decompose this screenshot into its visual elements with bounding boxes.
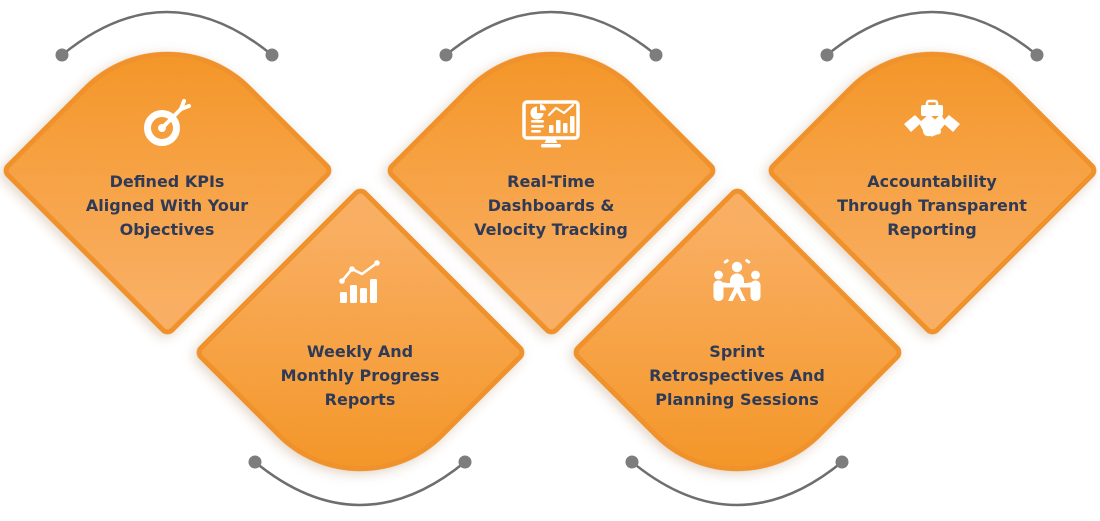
handshake-briefcase-icon xyxy=(812,94,1052,154)
card-label-line: Retrospectives And xyxy=(649,366,825,385)
arc-endpoint-dot xyxy=(835,455,849,469)
arc-endpoint-dot xyxy=(55,48,69,62)
card-label: Defined KPIs Aligned With Your Objective… xyxy=(47,170,287,242)
arc-endpoint-dot xyxy=(625,455,639,469)
arc-endpoint-dot xyxy=(439,48,453,62)
arc-endpoint-dot xyxy=(265,48,279,62)
arc-endpoint-dot xyxy=(458,455,472,469)
dashboard-monitor-icon xyxy=(431,94,671,154)
card-label-line: Reports xyxy=(324,390,396,409)
card-label-line: Planning Sessions xyxy=(655,390,819,409)
card-label-line: Real-Time xyxy=(507,172,595,191)
arc-endpoint-dot xyxy=(248,455,262,469)
card-label-line: Objectives xyxy=(119,220,215,239)
card-label: Real-Time Dashboards & Velocity Tracking xyxy=(431,170,671,242)
card-label-line: Reporting xyxy=(887,220,977,239)
card-label-line: Velocity Tracking xyxy=(474,220,628,239)
team-meeting-icon xyxy=(617,252,857,312)
card-label-line: Dashboards & xyxy=(487,196,615,215)
arc-endpoint-dot xyxy=(1030,48,1044,62)
arc-top-1 xyxy=(61,10,273,56)
card-label-line: Monthly Progress xyxy=(280,366,440,385)
arc-endpoint-dot xyxy=(649,48,663,62)
card-label: Weekly And Monthly Progress Reports xyxy=(240,340,480,412)
card-label-line: Through Transparent xyxy=(837,196,1027,215)
arc-endpoint-dot xyxy=(820,48,834,62)
arc-top-2 xyxy=(445,10,657,56)
arc-top-3 xyxy=(826,10,1038,56)
card-label-line: Weekly And xyxy=(306,342,414,361)
card-label-line: Accountability xyxy=(867,172,997,191)
card-label-line: Aligned With Your xyxy=(85,196,249,215)
card-label: Sprint Retrospectives And Planning Sessi… xyxy=(617,340,857,412)
card-label-line: Sprint xyxy=(709,342,765,361)
target-arrow-icon xyxy=(47,94,287,154)
bar-chart-trend-icon xyxy=(240,252,480,312)
card-label: Accountability Through Transparent Repor… xyxy=(812,170,1052,242)
card-label-line: Defined KPIs xyxy=(109,172,225,191)
